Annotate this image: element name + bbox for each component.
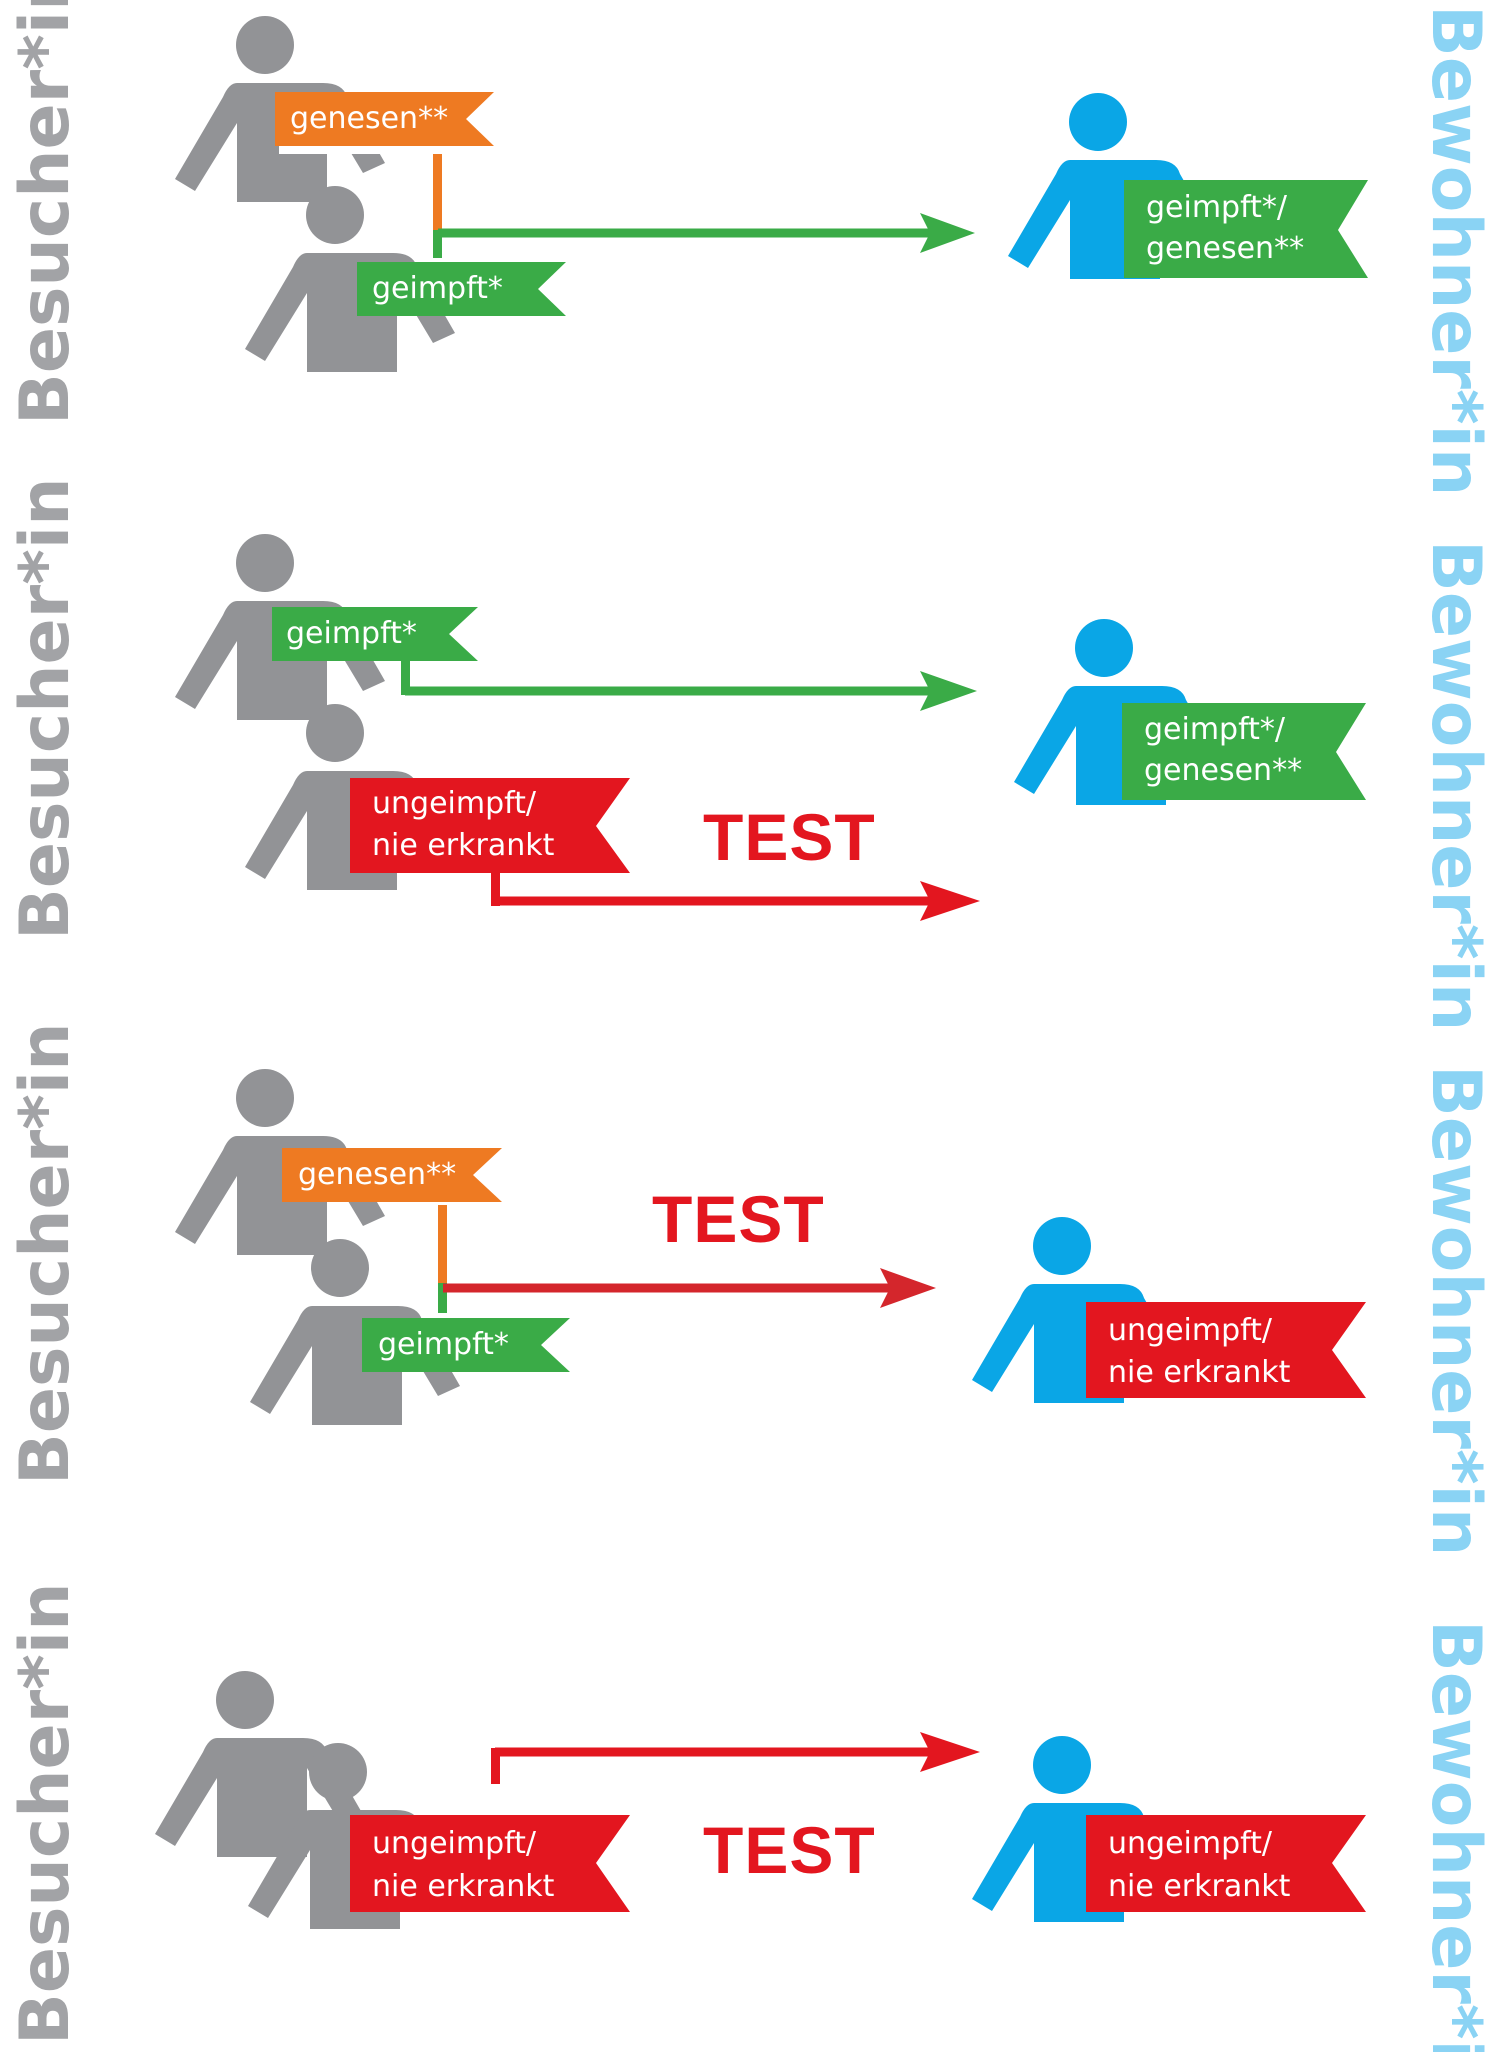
flag-text: geimpft* <box>372 271 503 306</box>
arrowhead <box>920 213 975 253</box>
resident-label-4: Bewohner*in <box>1416 1620 1495 2052</box>
resident-label-1: Bewohner*in <box>1416 5 1495 496</box>
flag-geimpft-genesen: geimpft*/ genesen** <box>1124 180 1368 278</box>
resident-label-text: Bewohner*in <box>1416 540 1495 1031</box>
flag-text-line1: ungeimpft/ <box>372 1826 537 1861</box>
connector-orange <box>438 1205 447 1295</box>
resident-label-text: Bewohner*in <box>1416 5 1495 496</box>
flag-ungeimpft: ungeimpft/ nie erkrankt <box>1086 1302 1366 1398</box>
flag-text-line2: nie erkrankt <box>1108 1355 1291 1390</box>
test-label: TEST <box>703 800 876 874</box>
flag-ungeimpft: ungeimpft/ nie erkrankt <box>1086 1815 1366 1912</box>
scenario-4: TEST ungeimpft/ nie erkrankt ungeimpft/ … <box>155 1671 1366 1929</box>
resident-label-3: Bewohner*in <box>1416 1065 1495 1556</box>
flag-text-line2: genesen** <box>1146 231 1304 266</box>
flag-text: genesen** <box>298 1157 456 1192</box>
connector-orange <box>433 152 442 252</box>
flag-text-line1: ungeimpft/ <box>1108 1313 1273 1348</box>
arrowhead <box>920 671 977 711</box>
flag-text-line1: geimpft*/ <box>1144 712 1286 747</box>
flag-geimpft-genesen: geimpft*/ genesen** <box>1122 703 1366 800</box>
flag-geimpft: geimpft* <box>362 1318 570 1372</box>
visitor-label-text: Besucher*in <box>6 0 85 425</box>
scenario-3: TEST genesen** geimpft* ungeimpft/ nie e… <box>175 1069 1366 1425</box>
visitor-label-text: Besucher*in <box>6 1023 85 1486</box>
flag-text: geimpft* <box>378 1327 509 1362</box>
flag-text-line1: ungeimpft/ <box>372 786 537 821</box>
flag-text-line2: nie erkrankt <box>1108 1869 1291 1904</box>
resident-label-2: Bewohner*in <box>1416 540 1495 1031</box>
flag-text-line2: nie erkrankt <box>372 1869 555 1904</box>
flag-ungeimpft: ungeimpft/ nie erkrankt <box>350 1815 630 1912</box>
connector-red <box>491 1748 500 1784</box>
flag-genesen: genesen** <box>282 1148 502 1202</box>
flag-text-line2: genesen** <box>1144 753 1302 788</box>
flag-genesen: genesen** <box>275 92 504 154</box>
visitor-label-4: Besucher*in <box>6 1583 85 2046</box>
visitor-label-text: Besucher*in <box>6 1583 85 2046</box>
visitor-label-1: Besucher*in <box>6 0 85 425</box>
visitor-label-text: Besucher*in <box>6 478 85 941</box>
arrowhead <box>880 1268 936 1308</box>
flag-ungeimpft: ungeimpft/ nie erkrankt <box>350 778 630 873</box>
connector-green <box>401 655 410 695</box>
visitor-label-3: Besucher*in <box>6 1023 85 1486</box>
connector-red <box>491 870 500 906</box>
visitor-label-2: Besucher*in <box>6 478 85 941</box>
flag-geimpft: geimpft* <box>272 607 478 661</box>
connector-green <box>438 1283 447 1313</box>
flag-geimpft: geimpft* <box>357 262 566 316</box>
test-label: TEST <box>703 1813 876 1887</box>
flag-text-line2: nie erkrankt <box>372 828 555 863</box>
scenario-1: genesen** geimpft* geimpft*/ genesen** <box>175 16 1368 372</box>
flag-text: genesen** <box>290 101 448 136</box>
flag-text-line1: geimpft*/ <box>1146 190 1288 225</box>
resident-label-text: Bewohner*in <box>1416 1065 1495 1556</box>
test-label: TEST <box>652 1182 825 1256</box>
resident-label-text: Bewohner*in <box>1416 1620 1495 2052</box>
arrowhead <box>920 1732 980 1772</box>
flag-text-line1: ungeimpft/ <box>1108 1826 1273 1861</box>
arrowhead <box>920 881 980 921</box>
scenario-2: TEST geimpft* ungeimpft/ nie erkrankt ge… <box>175 534 1366 921</box>
flag-text: geimpft* <box>286 616 417 651</box>
connector-green <box>433 230 442 258</box>
